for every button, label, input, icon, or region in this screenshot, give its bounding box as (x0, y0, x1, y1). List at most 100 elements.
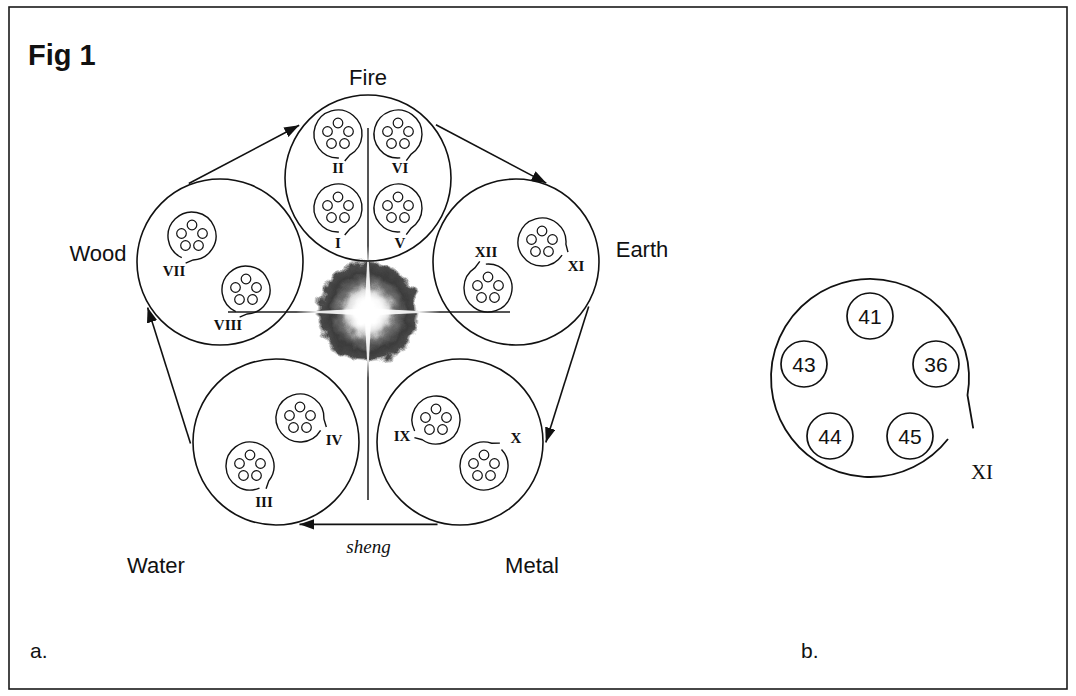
roman-numeral: IX (394, 429, 411, 444)
point-dot (306, 411, 316, 421)
point-dot (327, 213, 337, 223)
roman-numeral: III (255, 495, 273, 510)
official-circle: V (373, 183, 423, 233)
point-circle: 45 (886, 412, 934, 460)
point-dot (344, 127, 354, 137)
point-dot (323, 127, 333, 137)
element-name: Metal (505, 555, 559, 577)
point-dot (387, 213, 397, 223)
element-name: Fire (349, 67, 387, 89)
official-circle: XI (517, 217, 567, 267)
point-dot (494, 281, 504, 291)
circle-outline (167, 211, 217, 261)
circle-outline (517, 217, 567, 267)
sheng-arrow (299, 524, 437, 526)
curl-line (412, 396, 460, 444)
element-circle: FireIIVIIV (284, 94, 452, 262)
point-dot (340, 139, 350, 149)
point-dot (473, 281, 483, 291)
official-circle: XII (463, 263, 513, 313)
point-dot (425, 425, 435, 435)
roman-numeral: X (511, 431, 522, 446)
circle-line (433, 179, 599, 345)
point-circle: 43 (780, 340, 828, 388)
circle-line (137, 179, 303, 345)
point-dot (241, 274, 251, 284)
roman-numeral: V (395, 236, 406, 251)
point-dot (548, 235, 558, 245)
roman-numeral: II (332, 161, 344, 176)
point-dot (344, 201, 354, 211)
point-dot (289, 423, 299, 433)
point-dot (421, 413, 431, 423)
official-circle: III (225, 441, 275, 491)
point-dot (400, 139, 410, 149)
point-dot (327, 139, 337, 149)
circle-outline (373, 109, 423, 159)
point-dot (490, 293, 500, 303)
circle-line (887, 413, 933, 459)
roman-numeral: I (335, 236, 341, 251)
point-dot (302, 423, 312, 433)
roman-numeral: IV (326, 433, 343, 448)
circle-outline (411, 395, 461, 445)
curl-line (374, 110, 422, 161)
circle-outline (463, 263, 513, 313)
point-dot (383, 201, 393, 211)
curl-line (464, 261, 512, 312)
figure-title: Fig 1 (28, 41, 96, 70)
point-dot (404, 127, 414, 137)
point-dot (235, 295, 245, 305)
edge-label: sheng (346, 537, 390, 556)
element-circle: WoodVIIVIII (136, 178, 304, 346)
point-dot (198, 229, 208, 239)
figure-frame (9, 7, 1067, 689)
point-dot (248, 295, 258, 305)
circle-line (781, 341, 827, 387)
point-number: 45 (898, 426, 921, 447)
point-dot (285, 411, 295, 421)
point-dot (231, 283, 241, 293)
curl-line (771, 279, 973, 477)
point-circle: 44 (806, 412, 854, 460)
circle-outline (284, 94, 452, 262)
point-dot (490, 459, 500, 469)
point-dot (400, 213, 410, 223)
element-name: Wood (69, 243, 126, 265)
point-dot (393, 118, 403, 128)
point-number: 41 (858, 306, 881, 327)
roman-numeral: XII (475, 245, 498, 260)
element-circle: WaterIVIII (192, 358, 360, 526)
point-dot (323, 201, 333, 211)
official-circle: VII (167, 211, 217, 261)
curl-line (314, 110, 362, 161)
circle-line (807, 413, 853, 459)
point-dot (235, 459, 245, 469)
point-circle: 36 (912, 340, 960, 388)
curl-line (168, 212, 216, 263)
point-dot (438, 425, 448, 435)
point-dot (527, 235, 537, 245)
point-number: 44 (818, 426, 841, 447)
circle-outline (275, 393, 325, 443)
point-dot (239, 471, 249, 481)
point-dot (181, 241, 191, 251)
official-circle: XI4143364445 (770, 278, 970, 478)
circle-outline (221, 265, 271, 315)
official-circle: I (313, 183, 363, 233)
point-dot (431, 404, 441, 414)
circle-outline (313, 183, 363, 233)
point-dot (442, 413, 452, 423)
circle-outline (313, 109, 363, 159)
point-dot (252, 471, 262, 481)
roman-numeral: VII (163, 264, 186, 279)
circle-outline (459, 441, 509, 491)
point-number: 36 (924, 354, 947, 375)
point-dot (404, 201, 414, 211)
point-dot (245, 450, 255, 460)
panel-letter: a. (30, 640, 48, 661)
circle-line (193, 359, 359, 525)
point-dot (295, 402, 305, 412)
